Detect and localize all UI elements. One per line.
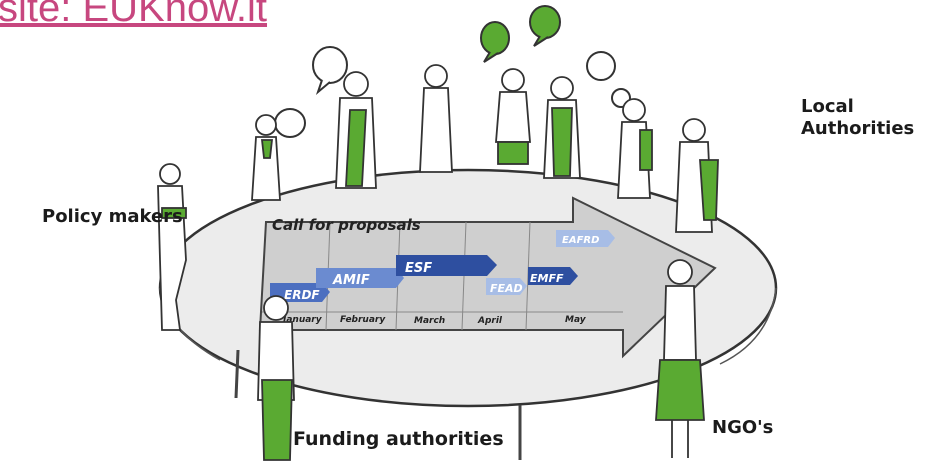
month-may: May <box>565 315 587 325</box>
source-link[interactable]: site: EUKnow.it <box>0 0 268 30</box>
speech-bubble-icon <box>312 46 348 84</box>
month-march: March <box>414 316 445 326</box>
speech-bubble-icon <box>480 21 510 55</box>
fund-label-esf: ESF <box>405 261 432 276</box>
label-policy-makers: Policy makers <box>42 206 183 227</box>
month-january: January <box>281 315 323 325</box>
speech-bubble-icon <box>274 108 306 138</box>
month-april: April <box>477 316 503 326</box>
fund-arrow-emff <box>528 267 578 285</box>
person-figure <box>617 98 653 199</box>
fund-label-amif: AMIF <box>332 273 370 288</box>
fund-arrow-fead <box>486 278 527 295</box>
speech-bubbles <box>274 5 631 138</box>
timeline-title: Call for proposals <box>272 216 421 234</box>
person-figure <box>157 163 187 331</box>
month-february: February <box>340 315 386 325</box>
person-figure <box>495 68 531 165</box>
person-figure <box>655 259 705 458</box>
fund-label-eafrd: EAFRD <box>562 235 599 246</box>
fund-arrow-amif <box>316 268 404 288</box>
speech-bubble-icon <box>529 5 561 39</box>
fund-label-fead: FEAD <box>490 282 523 295</box>
fund-arrow-eafrd <box>556 230 615 247</box>
person-figure <box>543 76 581 179</box>
person-figure <box>419 64 453 173</box>
fund-arrow-esf <box>396 255 497 276</box>
fund-label-emff: EMFF <box>530 272 564 285</box>
label-ngos: NGO's <box>712 417 774 438</box>
person-figure <box>675 118 719 233</box>
fund-arrow-erdf <box>270 283 330 302</box>
fund-label-erdf: ERDF <box>284 288 320 302</box>
person-figure <box>335 71 377 189</box>
person-figure <box>257 295 295 461</box>
people <box>157 64 719 461</box>
person-figure <box>251 114 281 201</box>
label-local-authorities: Local Authorities <box>801 96 915 139</box>
speech-bubble-icon <box>586 51 616 81</box>
label-funding-authorities: Funding authorities <box>293 428 504 450</box>
